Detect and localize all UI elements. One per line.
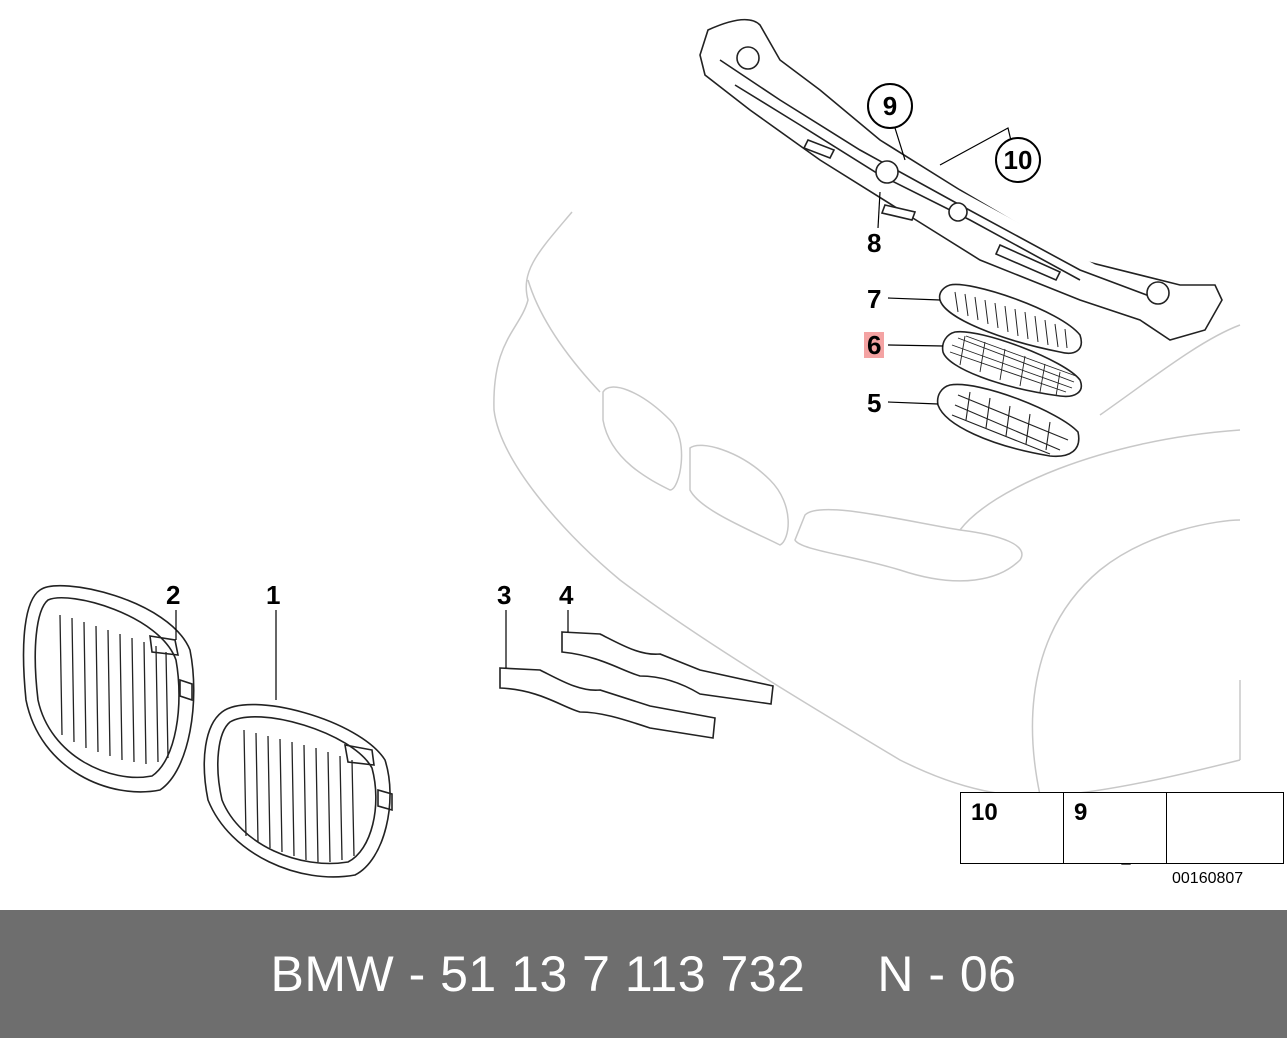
grille-5-slats xyxy=(951,391,1069,455)
grille-6-mesh xyxy=(949,335,1077,397)
diagram-drawing xyxy=(22,18,1257,878)
grille-left xyxy=(22,584,195,793)
callout-9-circled: 9 xyxy=(867,83,913,129)
strips xyxy=(499,631,774,739)
legend-cell-10: 10 xyxy=(961,793,1064,863)
legend-number-9: 9 xyxy=(1074,799,1088,826)
leader-lines xyxy=(175,127,1013,700)
legend-cell-9: 9 xyxy=(1064,793,1167,863)
small-grilles xyxy=(936,283,1082,458)
grille-right xyxy=(203,703,393,878)
callout-5: 5 xyxy=(867,388,882,418)
callout-7: 7 xyxy=(867,284,882,314)
part-number-caption: BMW - 51 13 7 113 732 N - 06 xyxy=(270,946,1017,1002)
callout-1: 1 xyxy=(266,580,281,610)
legend-cell-direction-arrow xyxy=(1167,793,1283,863)
footer-bar: BMW - 51 13 7 113 732 N - 06 xyxy=(0,910,1287,1038)
grille-7-slats xyxy=(954,291,1068,349)
catalog-code: 00160807 xyxy=(1172,870,1244,887)
callout-4: 4 xyxy=(559,580,574,610)
callout-3: 3 xyxy=(497,580,512,610)
fastener-legend: 10 9 xyxy=(960,792,1284,864)
cowl-panel xyxy=(699,18,1223,341)
callout-6-highlighted: 6 xyxy=(864,332,885,358)
callout-8: 8 xyxy=(867,228,882,258)
callout-10-circled: 10 xyxy=(995,137,1041,183)
legend-number-10: 10 xyxy=(971,799,998,826)
callout-2: 2 xyxy=(166,580,181,610)
parts-diagram: 2 1 3 4 7 6 5 8 9 10 10 9 00160807 xyxy=(22,18,1284,887)
